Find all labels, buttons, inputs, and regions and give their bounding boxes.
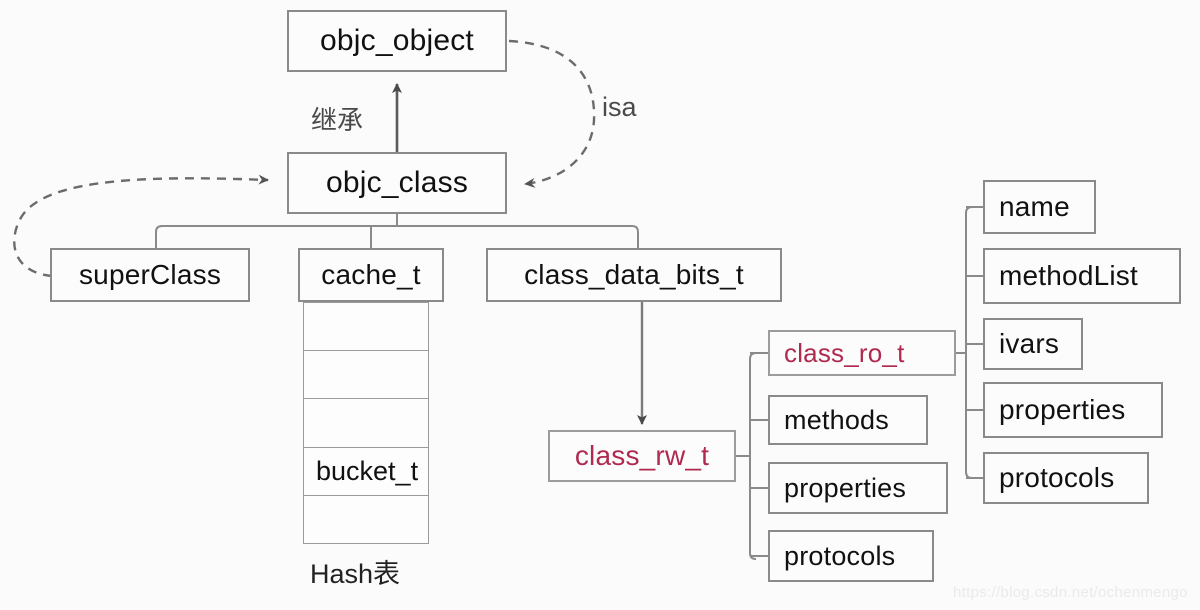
node-class-ro-t[interactable]: class_ro_t [768,330,956,376]
node-class-data-bits-t[interactable]: class_data_bits_t [486,248,782,302]
node-ro-properties-label: properties [999,394,1126,425]
edge-isa [508,39,596,188]
hash-cell[interactable] [304,303,428,352]
node-rw-properties[interactable]: properties [768,462,948,514]
node-objc-object-label: objc_object [320,24,474,57]
node-rw-properties-label: properties [784,472,907,503]
node-rw-protocols[interactable]: protocols [768,530,934,582]
hash-cell[interactable] [304,496,428,543]
node-objc-object[interactable]: objc_object [287,10,507,72]
edge-ro-children [956,206,983,479]
edge-rw-children [736,352,768,560]
node-ro-name[interactable]: name [983,180,1096,234]
node-superclass-label: superClass [78,259,222,290]
node-objc-class-label: objc_class [325,166,469,199]
node-class-rw-t-label: class_rw_t [574,440,710,471]
node-ro-protocols[interactable]: protocols [983,452,1149,504]
watermark: https://blog.csdn.net/ochenmengo [953,584,1188,601]
node-superclass[interactable]: superClass [50,248,250,302]
hash-cell-bucket-t[interactable]: bucket_t [304,448,428,496]
node-objc-class[interactable]: objc_class [287,152,507,214]
node-cache-t[interactable]: cache_t [298,248,444,302]
hash-cell[interactable] [304,399,428,448]
edge-label-inheritance: 继承 [311,105,364,135]
node-ro-name-label: name [999,191,1070,222]
hash-table-caption: Hash表 [310,559,401,589]
node-ro-methodlist[interactable]: methodList [983,248,1181,304]
node-ro-protocols-label: protocols [999,462,1115,493]
edge-objc-class-children [155,214,639,248]
node-ro-properties[interactable]: properties [983,382,1163,438]
node-ro-ivars-label: ivars [999,328,1060,359]
edge-label-isa: isa [602,92,637,122]
node-cache-t-label: cache_t [321,259,421,290]
node-ro-ivars[interactable]: ivars [983,318,1083,370]
hash-cell[interactable] [304,351,428,400]
node-rw-methods-label: methods [784,404,889,435]
node-rw-protocols-label: protocols [784,540,896,571]
node-class-data-bits-t-label: class_data_bits_t [524,259,744,290]
node-ro-methodlist-label: methodList [999,260,1138,291]
node-rw-methods[interactable]: methods [768,395,928,445]
hash-cell-bucket-t-label: bucket_t [316,455,419,486]
node-class-rw-t[interactable]: class_rw_t [548,430,736,482]
hash-table[interactable]: bucket_t [303,302,429,544]
node-class-ro-t-label: class_ro_t [784,337,905,368]
